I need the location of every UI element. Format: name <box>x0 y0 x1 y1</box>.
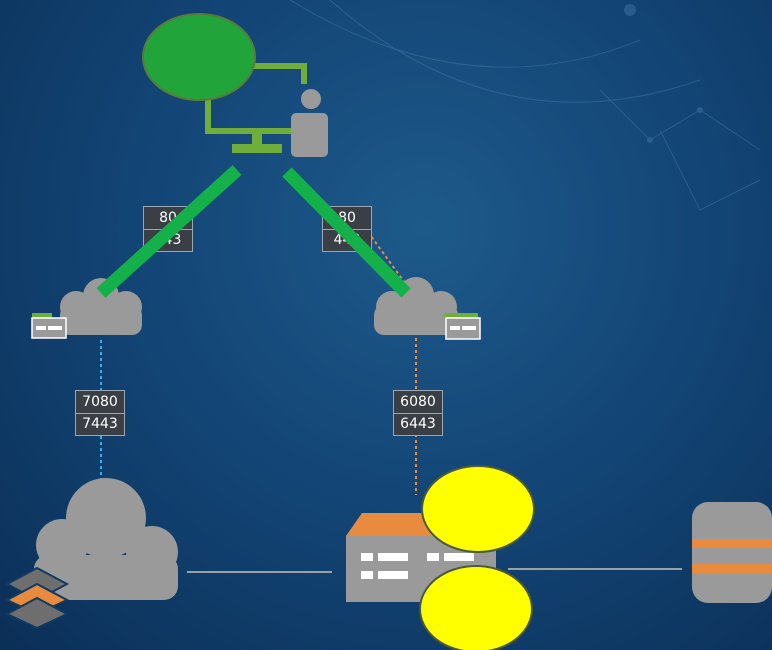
user-workstation-icon <box>205 63 328 157</box>
gateway-device-icon <box>444 313 481 340</box>
background-network-art <box>289 0 761 211</box>
port-http-label: 6080 <box>400 393 436 410</box>
port-http-label: 80 <box>159 209 177 226</box>
port-box-left-lower: 7080 7443 <box>75 390 125 436</box>
port-box-right-upper: 80 443 <box>322 206 372 252</box>
gateway-device-icon <box>31 313 67 339</box>
port-http-label: 80 <box>338 209 356 226</box>
port-https-label: 443 <box>144 228 192 252</box>
highlight-yellow-ellipse-bottom <box>419 565 533 650</box>
port-https-label: 443 <box>323 228 371 252</box>
database-icon <box>692 502 772 603</box>
cloud-icon <box>60 278 142 335</box>
layers-stack-icon <box>4 566 70 630</box>
highlight-yellow-ellipse-top <box>421 465 535 553</box>
port-box-left-upper: 80 443 <box>143 206 193 252</box>
highlight-green-ellipse <box>142 13 256 101</box>
port-box-right-lower: 6080 6443 <box>393 390 443 436</box>
port-https-label: 7443 <box>76 412 124 436</box>
port-http-label: 7080 <box>82 393 118 410</box>
port-https-label: 6443 <box>394 412 442 436</box>
cloud-icon <box>34 478 178 600</box>
